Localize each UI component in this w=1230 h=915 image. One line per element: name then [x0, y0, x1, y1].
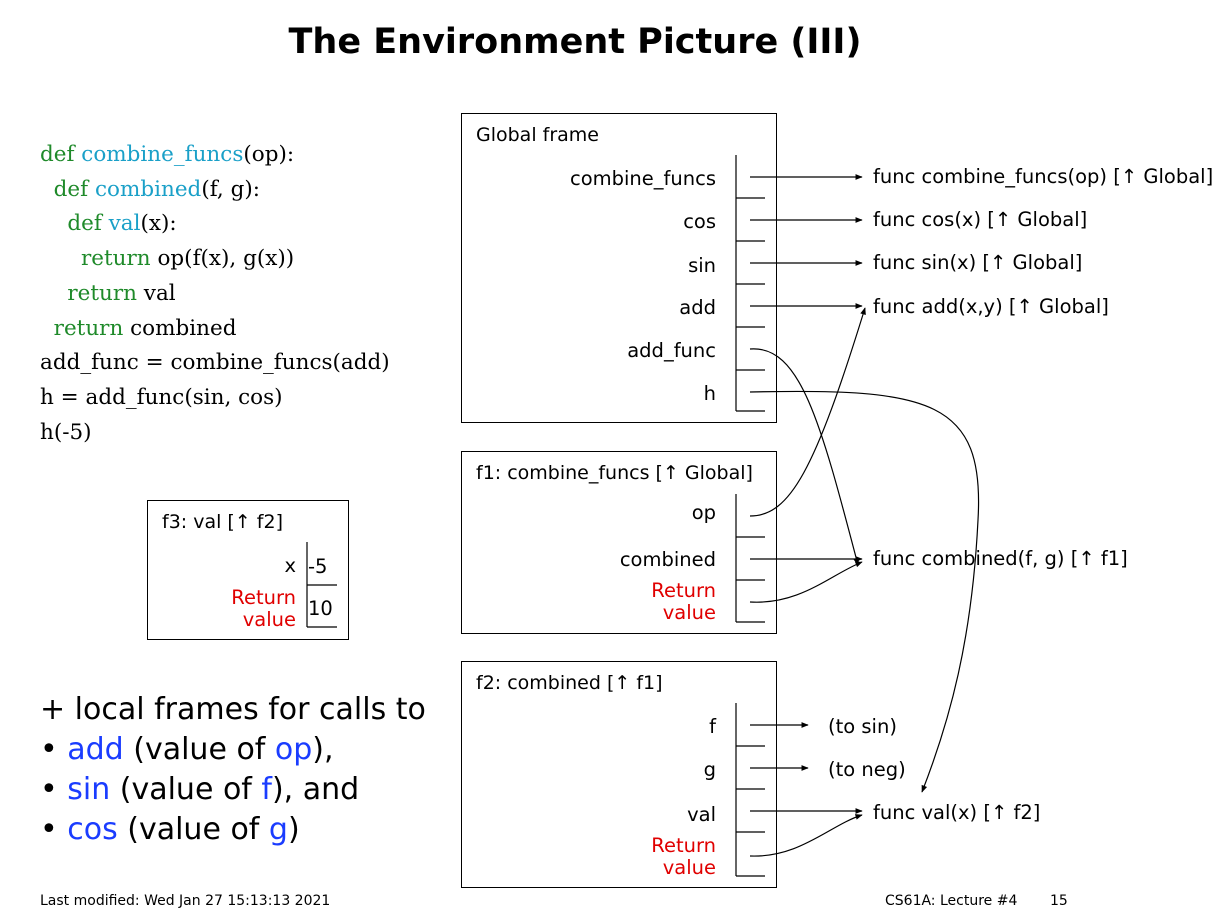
target-sin: func sin(x) [↑ Global] [873, 251, 1083, 274]
f3-frame: f3: val [↑ f2] x -5 Return value 10 [147, 500, 349, 640]
code-text: combined [123, 315, 237, 341]
bullet-text: ) [287, 812, 300, 847]
var-value-x: -5 [308, 555, 328, 578]
global-slots [735, 155, 765, 412]
code-text: (x): [140, 211, 177, 237]
var-label-g: g [703, 758, 716, 781]
code-text: val [136, 280, 176, 306]
bullet-ref: f [261, 772, 272, 807]
var-label-cos: cos [683, 210, 716, 233]
code-text: op(f(x), g(x)) [150, 246, 295, 272]
footer-page-number: 15 [1050, 893, 1068, 909]
frame-title: f2: combined [↑ f1] [476, 672, 663, 694]
bullet-item-sin: • sin (value of f), and [40, 772, 360, 807]
return-label-value: value [662, 601, 716, 624]
slide-title: The Environment Picture (III) [288, 22, 862, 62]
target-cos: func cos(x) [↑ Global] [873, 208, 1088, 231]
bullet-text: ), [312, 732, 334, 767]
target-combine-funcs: func combine_funcs(op) [↑ Global] [873, 165, 1214, 188]
var-label-op: op [691, 501, 716, 524]
code-line-6: return combined [40, 315, 237, 341]
return-label: Return [231, 586, 296, 609]
bullet-item-add: • add (value of op), [40, 732, 334, 767]
var-label-f: f [709, 715, 716, 738]
bullet-keyword: add [67, 732, 124, 767]
function-name: combined [94, 176, 202, 202]
bullet-list: + local frames for calls to • add (value… [40, 690, 426, 850]
function-name: val [108, 211, 141, 237]
return-label: Return [651, 834, 716, 857]
target-add: func add(x,y) [↑ Global] [873, 295, 1109, 318]
bullet-text: (value of [123, 732, 275, 767]
keyword: def [53, 176, 89, 202]
keyword: return [81, 246, 151, 272]
code-line-2: def combined(f, g): [40, 177, 260, 202]
code-line-4: return op(f(x), g(x)) [40, 246, 294, 271]
bullet-intro: + local frames for calls to [40, 692, 426, 727]
keyword: def [67, 211, 102, 237]
global-frame: Global frame combine_funcs cos sin add a… [461, 113, 777, 423]
code-line-5: return val [40, 280, 176, 306]
target-combined: func combined(f, g) [↑ f1] [873, 547, 1128, 570]
var-label-add-func: add_func [627, 339, 716, 362]
var-label-add: add [679, 296, 716, 319]
f1-slots [735, 494, 765, 623]
bullet-ref: g [268, 812, 288, 847]
frame-title: f3: val [↑ f2] [162, 511, 283, 533]
function-name: combine_funcs [81, 142, 244, 167]
keyword: def [40, 142, 75, 167]
bullet-text: (value of [117, 812, 269, 847]
bullet-ref: op [274, 732, 313, 767]
var-label-sin: sin [688, 254, 716, 277]
var-label-h: h [703, 382, 716, 405]
var-label-val: val [687, 803, 716, 826]
code-line-3: def val(x): [40, 211, 177, 237]
arrow-op [749, 307, 866, 517]
target-to-neg: (to neg) [828, 758, 906, 781]
footer-timestamp: Last modified: Wed Jan 27 15:13:13 2021 [40, 893, 331, 909]
target-to-sin: (to sin) [828, 715, 897, 738]
var-label-x: x [284, 554, 296, 577]
keyword: return [53, 315, 124, 341]
return-label: Return [651, 579, 716, 602]
var-label-combined: combined [619, 548, 716, 571]
code-line-9: h(-5) [40, 419, 92, 445]
bullet-keyword: sin [67, 772, 111, 807]
code-line-1: def combine_funcs(op): [40, 142, 294, 167]
bullet-text: (value of [110, 772, 262, 807]
target-val: func val(x) [↑ f2] [873, 801, 1041, 824]
return-value: 10 [308, 597, 333, 620]
code-line-7: add_func = combine_funcs(add) [40, 350, 390, 376]
code-text: (op): [243, 142, 295, 167]
code-line-8: h = add_func(sin, cos) [40, 384, 283, 410]
return-label-value: value [242, 608, 296, 631]
bullet-keyword: cos [67, 812, 118, 847]
arrow-add-func [749, 348, 860, 566]
code-text: (f, g): [201, 176, 260, 202]
frame-title: Global frame [476, 124, 599, 146]
bullet-text: ), and [271, 772, 360, 807]
return-label-value: value [662, 856, 716, 879]
f1-frame: f1: combine_funcs [↑ Global] op combined… [461, 451, 777, 634]
arrow-f1-return [749, 561, 863, 603]
code-listing: def combine_funcs(op): def combined(f, g… [40, 138, 390, 450]
keyword: return [67, 280, 137, 306]
f3-slots [306, 542, 337, 628]
arrow-f2-return [749, 814, 863, 857]
f2-slots [735, 703, 765, 877]
footer-course: CS61A: Lecture #4 [885, 893, 1018, 909]
arrow-h [749, 390, 980, 793]
frame-title: f1: combine_funcs [↑ Global] [476, 462, 753, 484]
f2-frame: f2: combined [↑ f1] f g val Return value [461, 661, 777, 888]
bullet-item-cos: • cos (value of g) [40, 812, 300, 847]
var-label-combine-funcs: combine_funcs [569, 167, 716, 190]
